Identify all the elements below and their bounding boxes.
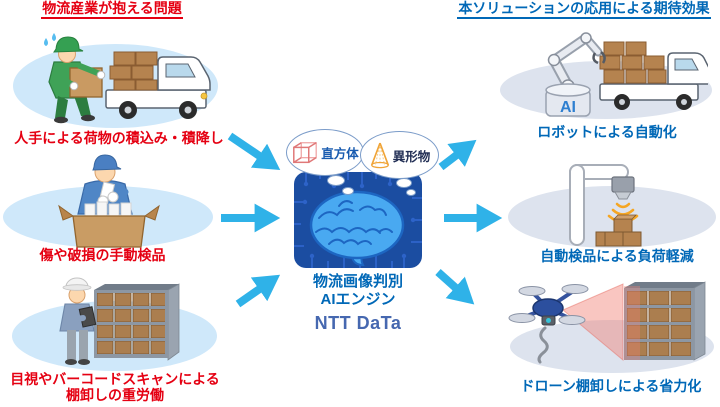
effects-title: 本ソリューションの応用による期待効果 (452, 1, 716, 19)
robot-arm-truck-illustration: AI (545, 32, 708, 117)
arrow-ai-to-effect3 (435, 269, 475, 305)
box-stack (595, 214, 642, 247)
truck (105, 51, 211, 119)
arrow-problem1-to-ai (227, 132, 281, 171)
problems-title-text: 物流産業が抱える問題 (41, 1, 183, 19)
problem3-caption: 目視やバーコードスキャンによる 棚卸しの重労働 (0, 371, 230, 403)
ai-engine-caption: 物流画像判別 AIエンジン (294, 273, 422, 309)
problem3-ellipse (12, 301, 217, 371)
manual-inspection-illustration (58, 154, 160, 248)
irregular-label: 異形物 (392, 149, 431, 164)
cuboid-wireframe-icon (293, 141, 318, 163)
effect3-caption: ドローン棚卸しによる省力化 (520, 378, 702, 394)
thought-bubble-cuboid: 直方体 (286, 129, 364, 176)
scan-beam (562, 283, 624, 362)
drone-inventory-illustration (508, 281, 706, 364)
thought-trail-bubble (327, 175, 345, 186)
thought-bubble-irregular: 異形物 (360, 131, 439, 179)
ai-chip (294, 172, 422, 268)
robot-arm: AI (545, 32, 606, 117)
drone (508, 284, 589, 364)
thought-trail-bubble (406, 189, 416, 196)
open-cardboard-box (58, 201, 160, 248)
ntt-data-logo: NTT DaTa (314, 313, 402, 333)
truck (599, 41, 708, 110)
problem3-caption-line1: 目視やバーコードスキャンによる (10, 371, 220, 387)
inventory-worker (59, 277, 97, 365)
effect2-caption: 自動検品による負荷軽減 (540, 248, 694, 264)
warehouse-shelf (624, 281, 706, 361)
inventory-check-illustration (59, 277, 180, 365)
problem3-caption-line2: 棚卸しの重労働 (66, 387, 164, 403)
drone-cable (537, 326, 549, 364)
auto-inspection-illustration (569, 164, 642, 247)
worker-carrying-box (44, 33, 106, 124)
problems-title: 物流産業が抱える問題 (30, 1, 194, 19)
arrow-problem3-to-ai (235, 274, 281, 308)
cuboid-label: 直方体 (321, 147, 359, 161)
problem1-caption: 人手による荷物の積込み・積降し (14, 130, 224, 146)
problem2-caption: 傷や破損の手動検品 (39, 247, 166, 263)
effects-title-text: 本ソリューションの応用による期待効果 (457, 1, 711, 19)
thought-trail-bubble (342, 187, 354, 195)
ai-engine-caption-line2: AIエンジン (320, 291, 396, 308)
ai-pedestal-label: AI (560, 99, 576, 116)
thought-trail-bubble (396, 178, 412, 188)
ai-brain-illustration (294, 172, 422, 268)
scanner-gantry (569, 164, 635, 246)
arrow-ai-to-effect1 (438, 139, 477, 171)
brain (309, 190, 405, 267)
effect1-caption: ロボットによる自動化 (537, 124, 677, 140)
warehouse-shelf (94, 283, 180, 361)
ai-engine-caption-line1: 物流画像判別 (312, 273, 403, 290)
worker-loading-truck-illustration (44, 33, 211, 124)
cone-wireframe-icon (370, 142, 389, 169)
